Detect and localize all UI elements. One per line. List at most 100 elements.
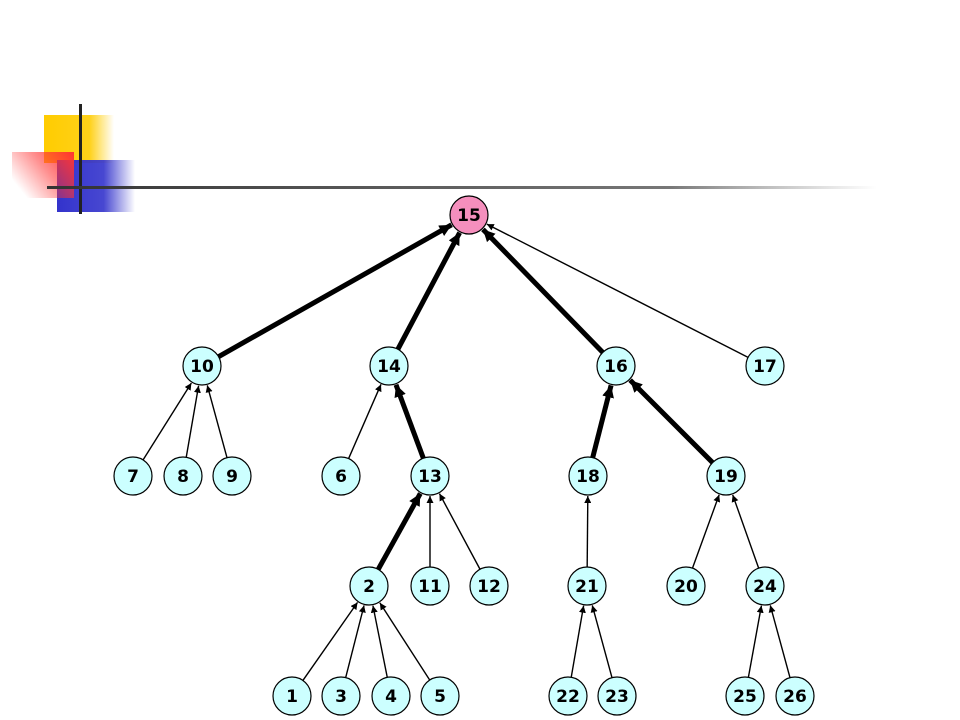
node-circle-24 — [745, 566, 785, 606]
node-9: 9 — [212, 456, 252, 496]
node-26: 26 — [775, 676, 815, 716]
node-2: 2 — [349, 566, 389, 606]
node-label-26: 26 — [783, 687, 807, 707]
node-circle-17 — [745, 346, 785, 386]
edge-14-to-15 — [395, 231, 462, 351]
node-circle-2 — [349, 566, 389, 606]
node-label-19: 19 — [714, 467, 738, 487]
node-3: 3 — [321, 676, 361, 716]
node-15: 15 — [449, 195, 489, 235]
node-label-1: 1 — [286, 687, 298, 707]
node-circle-23 — [597, 676, 637, 716]
edge-3-to-2 — [345, 605, 366, 678]
node-circle-7 — [113, 456, 153, 496]
node-label-11: 11 — [418, 577, 442, 597]
node-circle-8 — [163, 456, 203, 496]
node-circle-3 — [321, 676, 361, 716]
slide-decoration — [12, 104, 877, 214]
node-label-25: 25 — [733, 687, 757, 707]
node-label-10: 10 — [190, 357, 214, 377]
node-5: 5 — [420, 676, 460, 716]
node-label-23: 23 — [605, 687, 629, 707]
node-16: 16 — [596, 346, 636, 386]
node-label-3: 3 — [335, 687, 347, 707]
edge-16-to-15 — [481, 227, 605, 355]
node-11: 11 — [410, 566, 450, 606]
edge-7-to-10 — [142, 382, 192, 461]
edge-21-to-18 — [584, 495, 592, 568]
node-label-16: 16 — [604, 357, 628, 377]
node-circle-1 — [272, 676, 312, 716]
node-circle-16 — [596, 346, 636, 386]
node-circle-21 — [567, 566, 607, 606]
node-12: 12 — [469, 566, 509, 606]
node-circle-13 — [410, 456, 450, 496]
node-label-13: 13 — [418, 467, 442, 487]
node-label-9: 9 — [226, 467, 238, 487]
node-circle-10 — [182, 346, 222, 386]
edge-9-to-10 — [205, 385, 228, 458]
node-23: 23 — [597, 676, 637, 716]
node-label-21: 21 — [575, 577, 599, 597]
node-22: 22 — [548, 676, 588, 716]
node-label-17: 17 — [753, 357, 777, 377]
node-circle-15 — [449, 195, 489, 235]
node-label-24: 24 — [753, 577, 777, 597]
node-circle-5 — [420, 676, 460, 716]
node-circle-6 — [321, 456, 361, 496]
node-21: 21 — [567, 566, 607, 606]
node-label-6: 6 — [335, 467, 347, 487]
node-circle-12 — [469, 566, 509, 606]
node-circle-4 — [371, 676, 411, 716]
edge-17-to-15 — [486, 223, 749, 358]
edges-layer — [142, 222, 791, 681]
decor-horizontal-line — [47, 186, 877, 189]
node-label-2: 2 — [363, 577, 375, 597]
node-circle-20 — [666, 566, 706, 606]
edge-4-to-2 — [370, 605, 388, 678]
edge-23-to-21 — [590, 605, 613, 678]
edge-22-to-21 — [570, 605, 586, 678]
edge-24-to-19 — [731, 494, 760, 569]
node-circle-25 — [725, 676, 765, 716]
node-24: 24 — [745, 566, 785, 606]
edge-19-to-16 — [628, 378, 715, 465]
node-circle-9 — [212, 456, 252, 496]
node-circle-18 — [568, 456, 608, 496]
edge-10-to-15 — [217, 222, 453, 359]
node-label-15: 15 — [457, 206, 481, 226]
edge-8-to-10 — [185, 385, 201, 458]
edge-26-to-24 — [768, 605, 791, 678]
edge-5-to-2 — [379, 602, 431, 681]
node-19: 19 — [706, 456, 746, 496]
node-circle-11 — [410, 566, 450, 606]
node-8: 8 — [163, 456, 203, 496]
node-20: 20 — [666, 566, 706, 606]
node-17: 17 — [745, 346, 785, 386]
node-circle-14 — [369, 346, 409, 386]
node-label-22: 22 — [556, 687, 580, 707]
edge-25-to-24 — [747, 605, 764, 678]
edge-18-to-16 — [590, 384, 614, 459]
node-1: 1 — [272, 676, 312, 716]
node-label-20: 20 — [674, 577, 698, 597]
node-13: 13 — [410, 456, 450, 496]
edge-6-to-14 — [347, 384, 382, 459]
edge-13-to-14 — [393, 383, 426, 460]
node-6: 6 — [321, 456, 361, 496]
node-label-4: 4 — [385, 687, 397, 707]
node-4: 4 — [371, 676, 411, 716]
node-7: 7 — [113, 456, 153, 496]
decor-red-square — [12, 152, 74, 198]
node-circle-26 — [775, 676, 815, 716]
decor-vertical-line — [79, 104, 82, 214]
node-10: 10 — [182, 346, 222, 386]
edge-1-to-2 — [302, 601, 359, 681]
node-circle-22 — [548, 676, 588, 716]
node-label-5: 5 — [434, 687, 446, 707]
node-label-18: 18 — [576, 467, 600, 487]
edge-2-to-13 — [376, 492, 423, 571]
node-circle-19 — [706, 456, 746, 496]
